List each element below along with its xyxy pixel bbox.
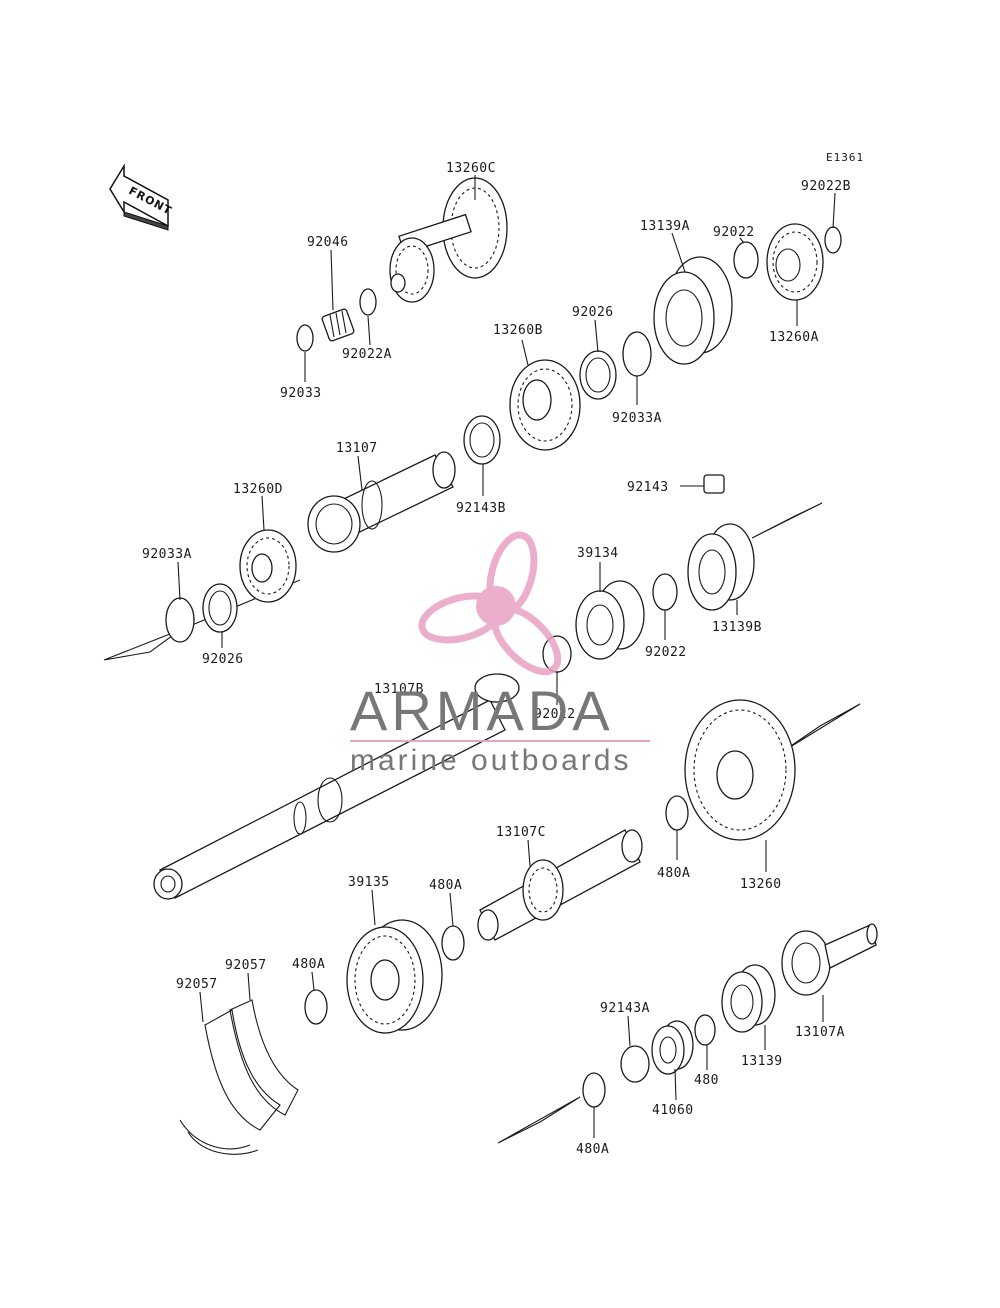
gear-13139B [687,523,755,611]
watermark-subtitle: marine outboards [350,744,631,777]
shaft-13107A [781,923,878,996]
label-92057-b: 92057 [225,958,267,973]
part-labels: 13260C 92046 92022A 92033 13139A 92022 9… [142,161,851,1157]
gear-13260 [684,699,796,841]
gear-39135 [346,919,443,1034]
label-39134: 39134 [577,546,619,561]
label-92022A: 92022A [342,347,392,362]
label-13107C: 13107C [496,825,546,840]
gear-13260C [389,177,508,303]
label-92033: 92033 [280,386,322,401]
label-41060: 41060 [652,1103,694,1118]
chain-92057 [179,999,299,1155]
label-92033A-top: 92033A [612,411,662,426]
label-92143B: 92143B [456,501,506,516]
circlip-92033 [296,324,314,352]
washer-92022A [359,288,377,316]
washer-92022B [824,226,842,254]
shaft-13107B [153,673,520,900]
label-480A-d: 480A [576,1142,609,1157]
shaft-13107C [477,829,643,941]
label-13260A: 13260A [769,330,819,345]
label-13260C: 13260C [446,161,496,176]
label-13139: 13139 [741,1054,783,1069]
label-92143: 92143 [627,480,669,495]
dog-39134 [575,580,645,660]
watermark-title: ARMADA [350,679,614,742]
needle-bearing-92046 [321,308,355,342]
hub-41060 [651,1020,694,1075]
circlip-480A-d [582,1072,606,1108]
label-92143A: 92143A [600,1001,650,1016]
label-39135: 39135 [348,875,390,890]
collar-92143 [703,474,725,494]
circlip-480A-a [304,989,328,1025]
label-480A-b: 480A [429,878,462,893]
label-92026-top: 92026 [572,305,614,320]
gear-13260A [766,223,824,301]
front-arrow-icon: FRONT [109,163,174,231]
label-92022-mid: 92022 [645,645,687,660]
label-13107A: 13107A [795,1025,845,1040]
shaft-13107 [307,451,456,553]
washer-92022-mid [652,573,678,611]
circlip-480A-c [665,795,689,831]
label-13260B: 13260B [493,323,543,338]
circlip-480 [694,1014,716,1046]
label-13107B: 13107B [374,682,424,697]
label-480A-a: 480A [292,957,325,972]
label-480: 480 [694,1073,719,1088]
label-13107: 13107 [336,441,378,456]
circlip-92033A-left [165,597,195,643]
gear-13260B [509,359,581,451]
washer-92143A [620,1045,650,1083]
circlip-480A-b [441,925,465,961]
watermark: ARMADA marine outboards [350,531,650,777]
reference-code: E1361 [826,151,864,164]
label-13139B: 13139B [712,620,762,635]
label-92022-top: 92022 [713,225,755,240]
label-480A-c: 480A [657,866,690,881]
label-92022-low: 92022 [534,707,576,722]
label-13260D: 13260D [233,482,283,497]
gear-13139A [653,256,733,365]
propeller-logo-icon [418,531,562,676]
leader-lines [177,175,836,1138]
washer-92026-left [202,583,238,633]
label-92046: 92046 [307,235,349,250]
label-13139A: 13139A [640,219,690,234]
circlip-92033A-top [622,331,652,377]
label-92033A-left: 92033A [142,547,192,562]
washer-92022-top [733,241,759,279]
label-92057-a: 92057 [176,977,218,992]
gear-13139 [721,964,776,1033]
label-92026-left: 92026 [202,652,244,667]
label-13260: 13260 [740,877,782,892]
gear-13260D [239,529,297,603]
label-92022B: 92022B [801,179,851,194]
